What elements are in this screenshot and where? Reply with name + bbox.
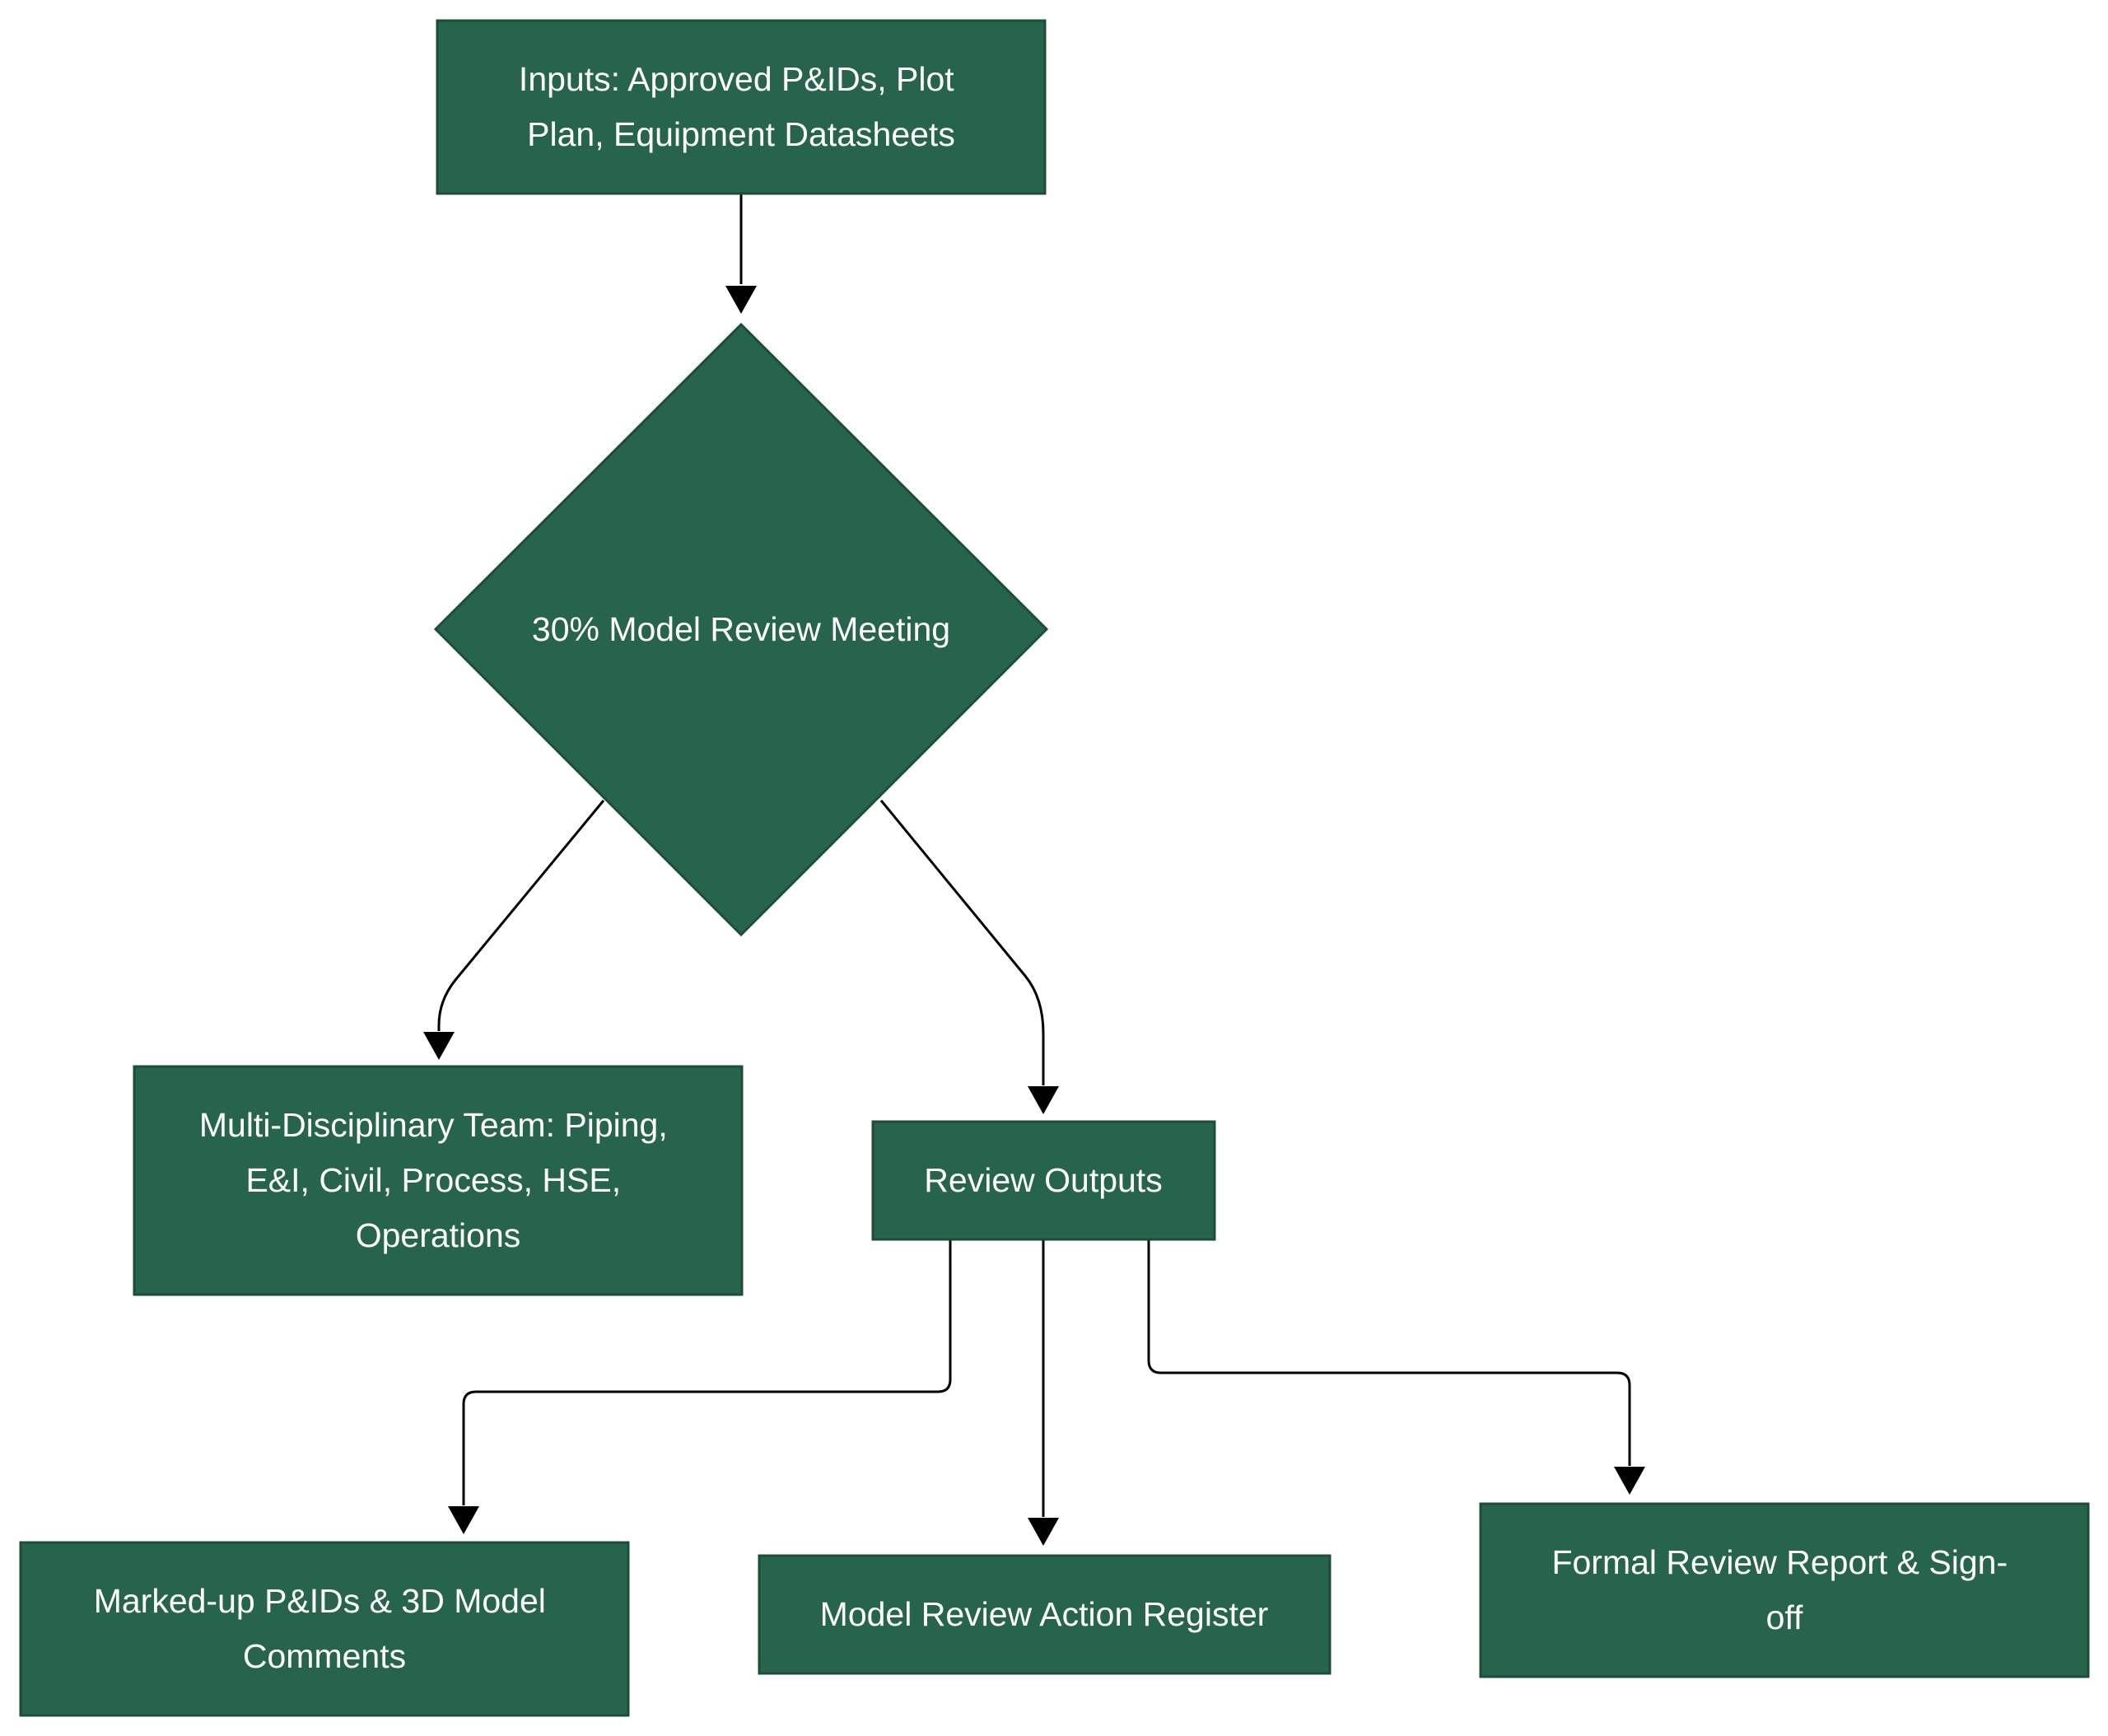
- node-register-label: Model Review Action Register: [820, 1595, 1269, 1633]
- node-report[interactable]: Formal Review Report & Sign- off: [1479, 1502, 2090, 1678]
- svg-text:Model Review Action Register: Model Review Action Register: [820, 1595, 1269, 1633]
- node-team-line-1: Multi-Disciplinary Team: Piping,: [199, 1106, 668, 1144]
- node-inputs[interactable]: Inputs: Approved P&IDs, Plot Plan, Equip…: [436, 19, 1047, 195]
- edges: [423, 194, 1645, 1546]
- node-register-box: [758, 1554, 1331, 1675]
- edge-arrow-inputs-meeting: [725, 286, 757, 314]
- node-inputs-box: [436, 19, 1047, 195]
- node-team-box: [133, 1065, 744, 1296]
- node-outputs[interactable]: Review Outputs: [871, 1120, 1216, 1241]
- svg-text:Inputs: Approved P&IDs, Plot: Inputs: Approved P&IDs, Plot Plan, Equip…: [519, 60, 963, 153]
- edge-outputs-to-markup: [462, 1239, 952, 1505]
- node-team[interactable]: Multi-Disciplinary Team: Piping, E&I, Ci…: [133, 1065, 744, 1296]
- node-markup[interactable]: Marked-up P&IDs & 3D Model Comments: [19, 1541, 630, 1717]
- edge-outputs-to-report: [1147, 1239, 1631, 1466]
- node-report-line-2: off: [1766, 1598, 1803, 1636]
- node-markup-box: [19, 1541, 630, 1717]
- svg-text:Formal Review Report & Sign-: Formal Review Report & Sign- off: [1551, 1543, 2017, 1636]
- edge-arrow-meeting-team: [423, 1032, 455, 1060]
- node-meeting-label: 30% Model Review Meeting: [532, 610, 950, 648]
- edge-meeting-to-outputs: [879, 800, 1045, 1085]
- node-inputs-line-1: Inputs: Approved P&IDs, Plot: [519, 60, 954, 98]
- node-outputs-label: Review Outputs: [924, 1161, 1162, 1199]
- node-team-line-2: E&I, Civil, Process, HSE,: [245, 1161, 621, 1199]
- node-team-line-3: Operations: [356, 1216, 521, 1254]
- svg-text:Marked-up P&IDs & 3D Model: Marked-up P&IDs & 3D Model Comments: [94, 1582, 556, 1675]
- edge-meeting-to-team: [437, 800, 605, 1031]
- svg-text:Multi-Disciplinary Team: Pipin: Multi-Disciplinary Team: Piping, E&I, Ci…: [199, 1106, 677, 1254]
- node-markup-line-2: Comments: [243, 1637, 406, 1675]
- node-report-box: [1479, 1502, 2090, 1678]
- node-outputs-box: [871, 1120, 1216, 1241]
- svg-text:30% Model Review Meeting: 30% Model Review Meeting: [532, 610, 950, 648]
- svg-text:Review Outputs: Review Outputs: [924, 1161, 1162, 1199]
- edge-arrow-meeting-outputs: [1028, 1086, 1059, 1114]
- node-meeting-diamond: [433, 322, 1049, 937]
- edge-arrow-outputs-register: [1028, 1518, 1059, 1546]
- node-register[interactable]: Model Review Action Register: [758, 1554, 1331, 1675]
- node-meeting[interactable]: 30% Model Review Meeting: [433, 322, 1049, 937]
- edge-arrow-outputs-report: [1614, 1467, 1645, 1495]
- node-markup-line-1: Marked-up P&IDs & 3D Model: [94, 1582, 546, 1620]
- node-report-line-1: Formal Review Report & Sign-: [1551, 1543, 2008, 1581]
- node-inputs-line-2: Plan, Equipment Datasheets: [527, 115, 955, 153]
- edge-arrow-outputs-markup: [448, 1506, 479, 1534]
